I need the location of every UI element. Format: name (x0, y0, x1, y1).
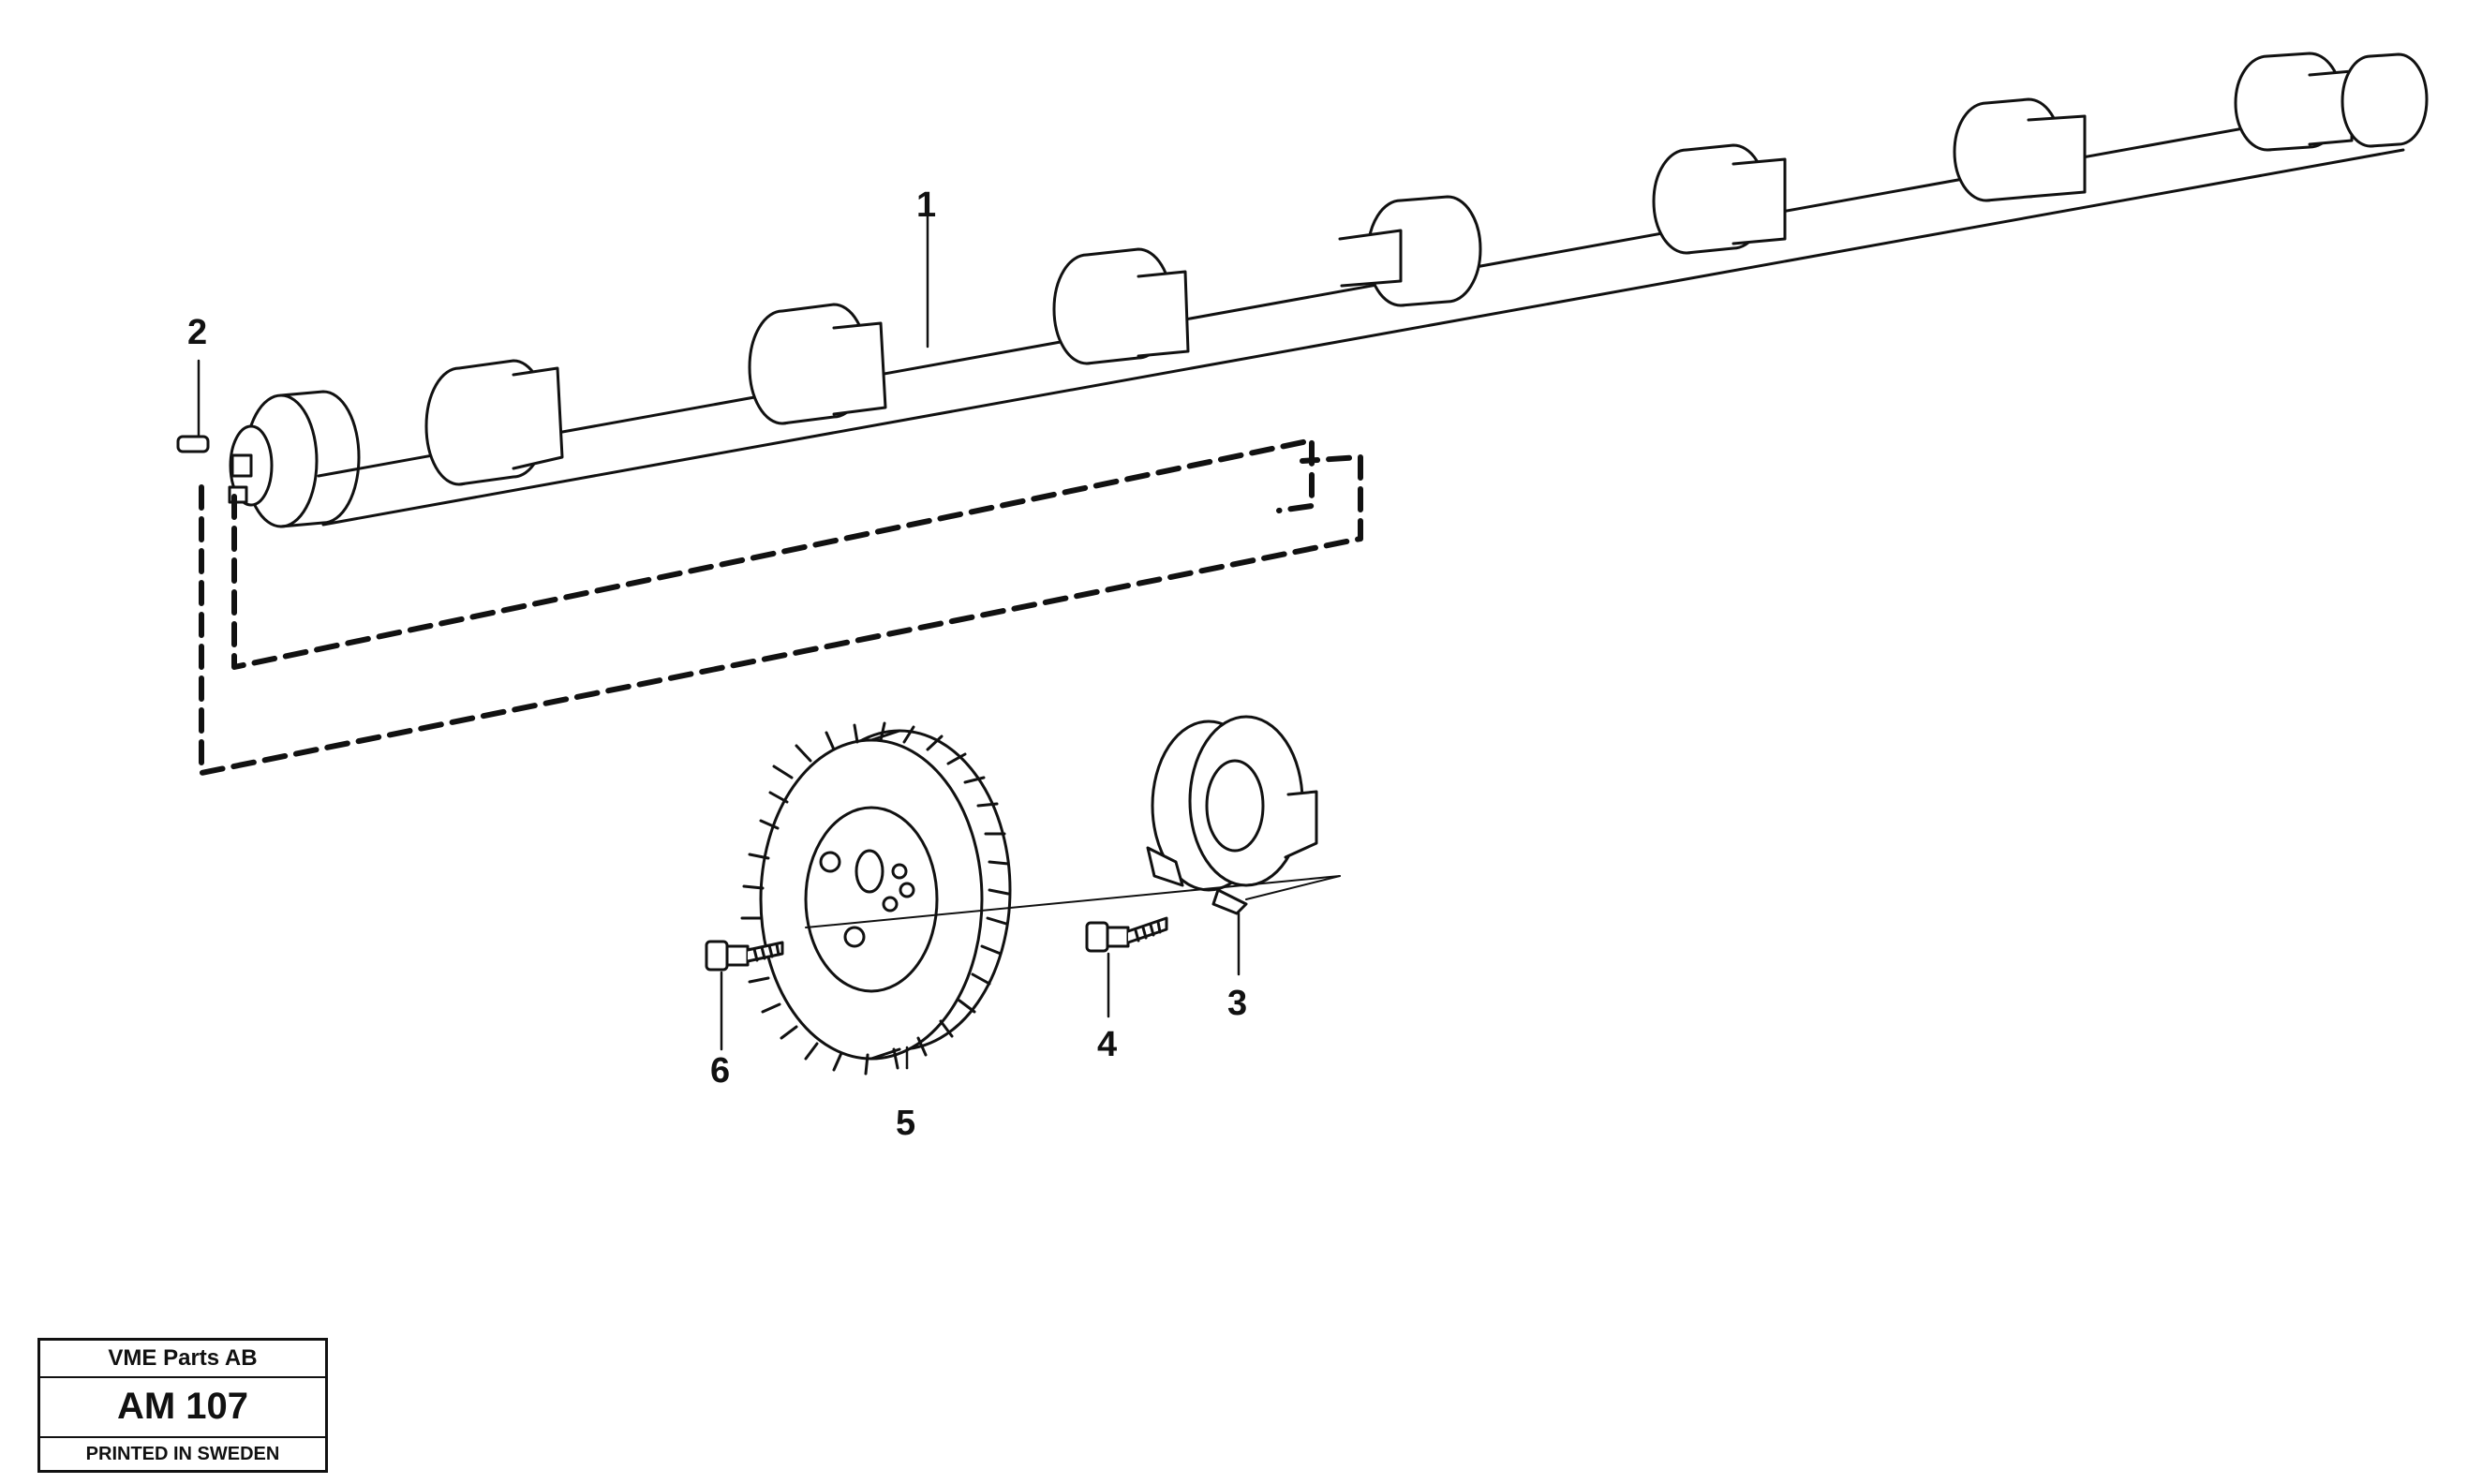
camshaft-lobes (424, 52, 2429, 486)
company-name: VME Parts AB (40, 1341, 325, 1378)
screw-4 (1085, 916, 1168, 953)
camshaft-gear (740, 721, 1012, 1076)
illustration-code: AM 107 (40, 1376, 325, 1438)
pin (176, 435, 210, 453)
callout-2: 2 (187, 313, 208, 352)
callout-4: 4 (1097, 1025, 1118, 1064)
callout-3: 3 (1227, 984, 1248, 1023)
title-block: VME Parts AB AM 107 PRINTED IN SWEDEN (37, 1338, 328, 1473)
callout-6: 6 (710, 1051, 731, 1091)
assembly-dashed-lines (199, 438, 1363, 776)
leader-lines (197, 200, 1241, 1070)
print-note: PRINTED IN SWEDEN (85, 1443, 280, 1464)
callout-1: 1 (916, 186, 937, 225)
camshaft (228, 52, 2429, 528)
camshaft-front-flange (228, 390, 361, 528)
thrust-washer (1146, 715, 1318, 915)
callout-5: 5 (896, 1104, 916, 1143)
screw-6 (705, 940, 784, 972)
